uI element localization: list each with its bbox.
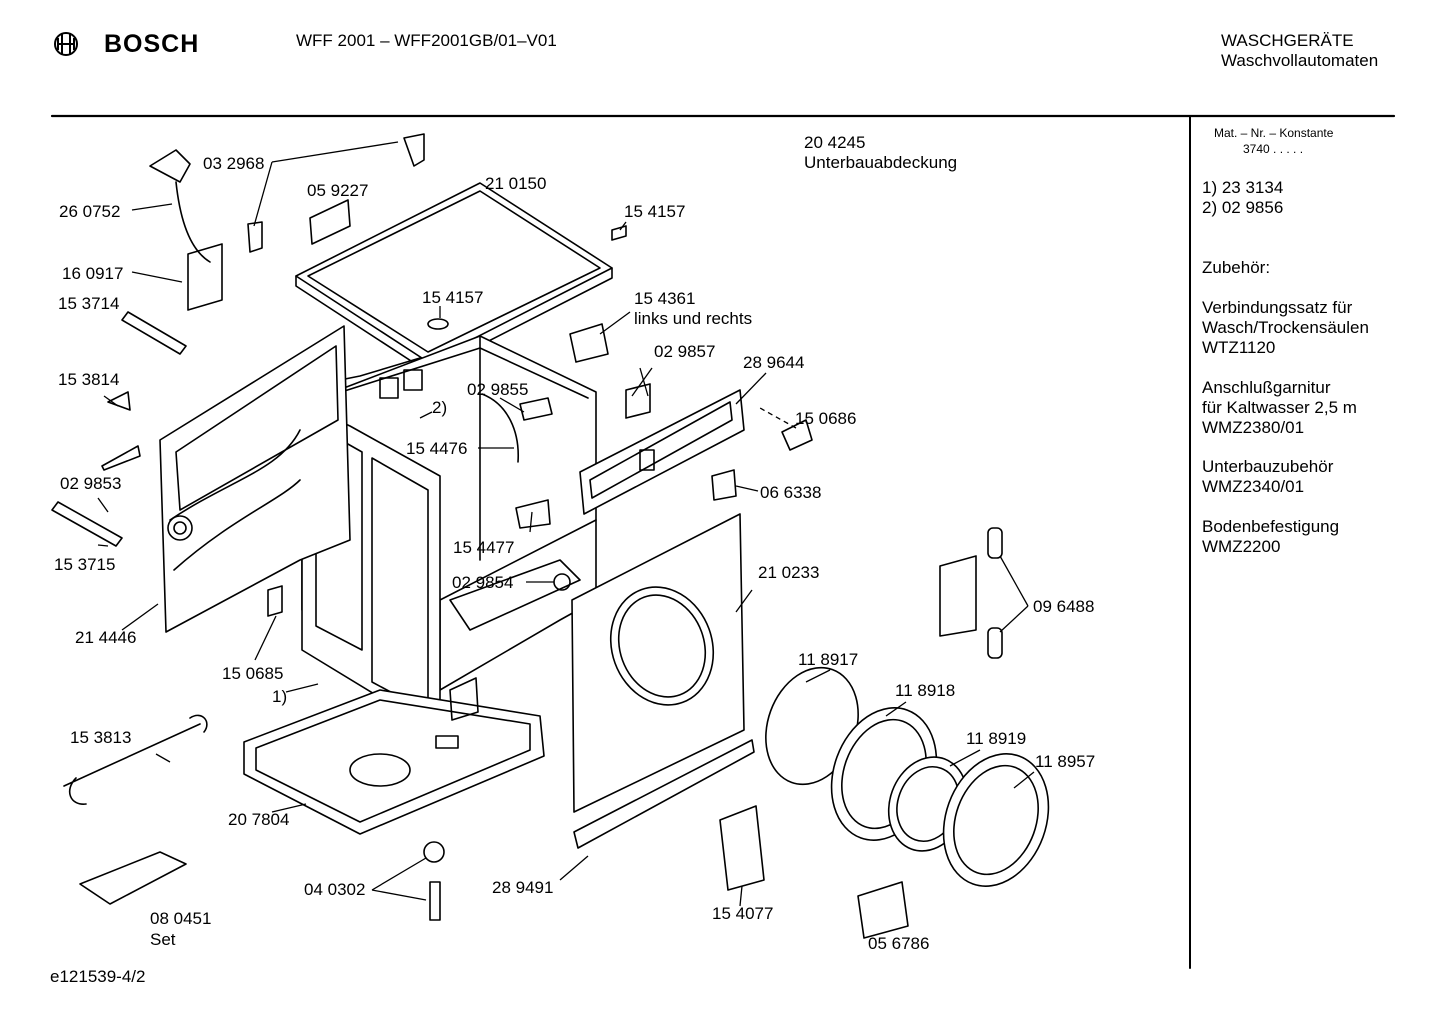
foot-lower (987, 627, 1003, 659)
base-plate (243, 689, 545, 835)
rear-panel (159, 325, 351, 633)
feet-bracket (939, 555, 977, 637)
mat-number-value: 3740 . . . . . (1243, 142, 1304, 156)
bracket-clip (247, 221, 263, 253)
part-note-2: 2) (432, 398, 448, 417)
part-label-214446: 21 4446 (75, 628, 137, 647)
part-label-154361-desc: links und rechts (634, 309, 753, 328)
control-bracket (579, 389, 745, 515)
note-1: 1) 23 3134 (1202, 178, 1284, 197)
part-label-154476: 15 4476 (406, 439, 468, 458)
part-label-096488: 09 6488 (1033, 597, 1095, 616)
part-label-289644: 28 9644 (743, 353, 805, 372)
grommet (711, 469, 737, 501)
service-flap (267, 585, 283, 617)
part-label-059227: 05 9227 (307, 181, 369, 200)
hose-spiral (121, 311, 187, 355)
accessory-1-line-1: Verbindungssatz für (1202, 298, 1353, 317)
part-label-029857: 02 9857 (654, 342, 716, 361)
part-label-118957: 11 8957 (1035, 752, 1096, 771)
part-label-029855: 02 9855 (467, 380, 529, 399)
part-label-210233: 21 0233 (758, 563, 820, 582)
part-label-210150: 21 0150 (485, 174, 547, 193)
part-label-260752: 26 0752 (59, 202, 121, 221)
category-title: WASCHGERÄTE (1221, 31, 1354, 50)
part-label-153814: 15 3814 (58, 370, 120, 389)
brand-name: BOSCH (104, 30, 200, 58)
part-label-032968: 03 2968 (203, 154, 265, 173)
part-label-040302: 04 0302 (304, 880, 366, 899)
accessory-1-line-3: WTZ1120 (1202, 338, 1276, 357)
part-label-153714: 15 3714 (58, 294, 120, 313)
anchor-set (79, 851, 187, 905)
leader-lines (97, 141, 1035, 907)
part-label-029853: 02 9853 (60, 474, 122, 493)
accessories-title: Zubehör: (1202, 258, 1271, 277)
part-label-153813: 15 3813 (70, 728, 132, 747)
accessory-2-line-3: WMZ2380/01 (1202, 418, 1305, 437)
model-title: WFF 2001 – WFF2001GB/01–V01 (296, 31, 557, 50)
part-label-080451: 08 0451 (150, 909, 212, 928)
part-label-056786: 05 6786 (868, 934, 930, 953)
part-label-154077: 15 4077 (712, 904, 774, 923)
mat-number-header: Mat. – Nr. – Konstante (1214, 126, 1334, 140)
small-bracket-a (519, 397, 553, 421)
accessory-4-line-2: WMZ2200 (1202, 537, 1281, 556)
shock-mount (625, 383, 651, 419)
part-label-150686: 15 0686 (795, 409, 857, 428)
door-lock (719, 805, 765, 891)
document-id: e121539-4/2 (50, 967, 146, 986)
part-label-154157-lid: 15 4157 (422, 288, 484, 307)
small-bracket-b (515, 499, 551, 529)
hex-nut (423, 841, 445, 863)
bumper (611, 225, 627, 241)
bracket-small (101, 445, 141, 471)
part-label-118917: 11 8917 (798, 650, 859, 669)
accessory-2-line-2: für Kaltwasser 2,5 m (1202, 398, 1357, 417)
retaining-clip (781, 419, 813, 451)
part-label-154477: 15 4477 (453, 538, 515, 557)
part-label-289491: 28 9491 (492, 878, 554, 897)
part-label-150685: 15 0685 (222, 664, 284, 683)
part-label-204245-desc: Unterbauabdeckung (804, 153, 958, 172)
front-plinth (573, 739, 755, 849)
cable-clip (187, 243, 223, 311)
rear-hose-outlet (449, 677, 479, 721)
part-label-160917: 16 0917 (62, 264, 124, 283)
hose-connector (51, 501, 123, 547)
curved-bracket (481, 393, 519, 463)
part-label-118918: 11 8918 (895, 681, 956, 700)
part-label-066338: 06 6338 (760, 483, 822, 502)
front-panel (571, 513, 745, 813)
door-inner-ring (942, 753, 1050, 887)
bosch-logo-icon (54, 32, 78, 56)
clamp-small (107, 391, 131, 411)
part-label-118919: 11 8919 (966, 729, 1027, 748)
screw (429, 881, 441, 921)
part-label-154361: 15 4361 (634, 289, 696, 308)
foot-upper (987, 527, 1003, 559)
part-label-154157-top: 15 4157 (624, 202, 686, 221)
accessory-1-line-2: Wasch/Trockensäulen (1202, 318, 1369, 337)
part-label-153715: 15 3715 (54, 555, 116, 574)
hinge-clip (403, 133, 425, 167)
note-2: 2) 02 9856 (1202, 198, 1284, 217)
detergent-flap (857, 881, 909, 939)
side-brackets (569, 323, 609, 363)
handle-insert (309, 199, 351, 245)
mains-plug (149, 149, 211, 263)
accessory-2-line-1: Anschlußgarnitur (1202, 378, 1331, 397)
part-label-204245: 20 4245 (804, 133, 866, 152)
accessory-3-line-1: Unterbauzubehör (1202, 457, 1334, 476)
accessory-4-line-1: Bodenbefestigung (1202, 517, 1340, 536)
wrench (63, 714, 208, 805)
part-label-207804: 20 7804 (228, 810, 290, 829)
part-label-029854: 02 9854 (452, 573, 514, 592)
accessory-3-line-2: WMZ2340/01 (1202, 477, 1305, 496)
category-subtitle: Waschvollautomaten (1221, 51, 1379, 70)
part-label-080451-desc: Set (150, 930, 176, 949)
part-note-1: 1) (272, 687, 288, 706)
